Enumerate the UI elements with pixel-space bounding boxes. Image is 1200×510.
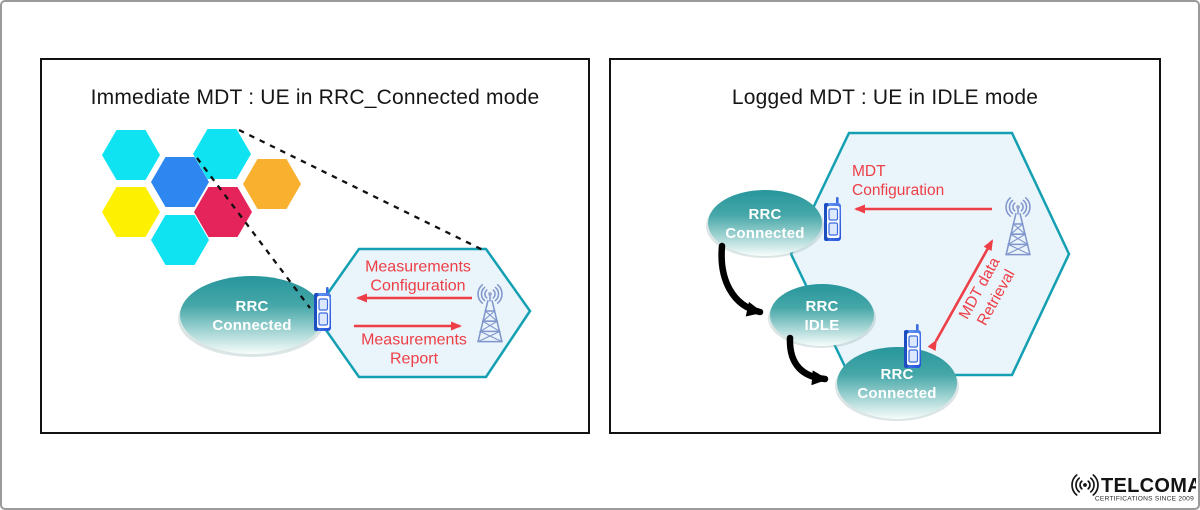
- logged-mdt-panel: Logged MDT : UE in IDLE mode: [609, 58, 1161, 434]
- measurements-configuration-label: Measurements Configuration: [365, 258, 471, 295]
- immediate-mdt-panel: Immediate MDT : UE in RRC_Connected mode: [40, 58, 590, 434]
- measurements-report-label: Measurements Report: [361, 331, 467, 368]
- dashed-zoom-line: [196, 157, 311, 309]
- transition-arrow-idle-to-connected: [786, 334, 829, 386]
- panel-title-logged-mdt: Logged MDT : UE in IDLE mode: [731, 86, 1039, 109]
- radio-waves-icon: [1071, 474, 1099, 496]
- panel-title-immediate-mdt: Immediate MDT : UE in RRC_Connected mode: [90, 86, 540, 109]
- dashed-zoom-lines: [196, 128, 486, 309]
- honeycomb-cells: [102, 129, 301, 265]
- mdt-data-retrieval-arrow: [927, 239, 994, 352]
- rrc-idle-label: RRC IDLE: [804, 298, 840, 334]
- rrc-idle-ellipse: [770, 284, 874, 346]
- coverage-hexagon: [312, 247, 532, 379]
- rrc-connected-top-label: RRC Connected: [725, 206, 805, 242]
- cell-hexagon-cyan: [102, 130, 160, 180]
- rrc-connected-bottom-ellipse: [837, 347, 957, 419]
- rrc-connected-label: RRC Connected: [212, 298, 292, 334]
- transition-arrow-connected-to-idle: [718, 242, 764, 317]
- rrc-connected-bottom-label: RRC Connected: [857, 366, 937, 402]
- telcoma-logo: TELCOMA CERTIFICATIONS SINCE 2009: [1071, 474, 1196, 503]
- logged-mdt-drawing: [706, 131, 1071, 421]
- brand-name: TELCOMA: [1101, 475, 1196, 497]
- cell-hexagon-yellow: [102, 187, 160, 237]
- mdt-configuration-label: MDT Configuration: [852, 163, 945, 199]
- immediate-mdt-drawing: [102, 128, 532, 379]
- brand-tagline: CERTIFICATIONS SINCE 2009: [1095, 496, 1194, 503]
- rrc-connected-ellipse: [180, 276, 324, 354]
- mobile-phone-icon: [903, 323, 922, 369]
- cell-hexagon-orange: [243, 159, 301, 209]
- rrc-connected-top-ellipse: [708, 190, 822, 256]
